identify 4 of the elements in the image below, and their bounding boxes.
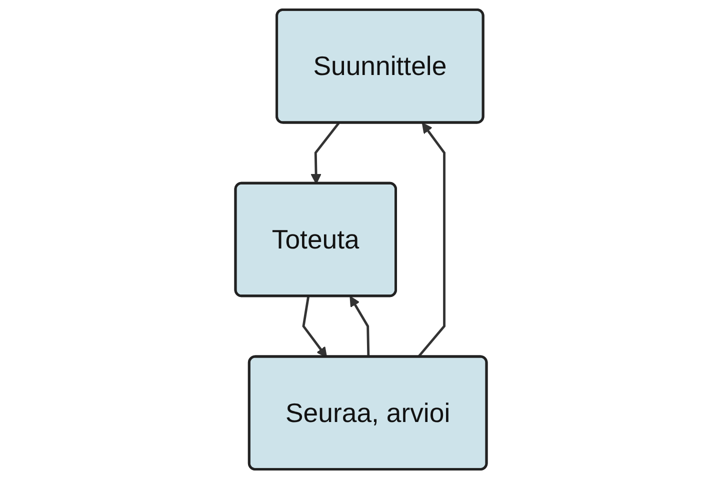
arrow (350, 296, 370, 358)
arrow (310, 122, 340, 184)
arrow (302, 296, 328, 358)
arrow (417, 122, 446, 358)
